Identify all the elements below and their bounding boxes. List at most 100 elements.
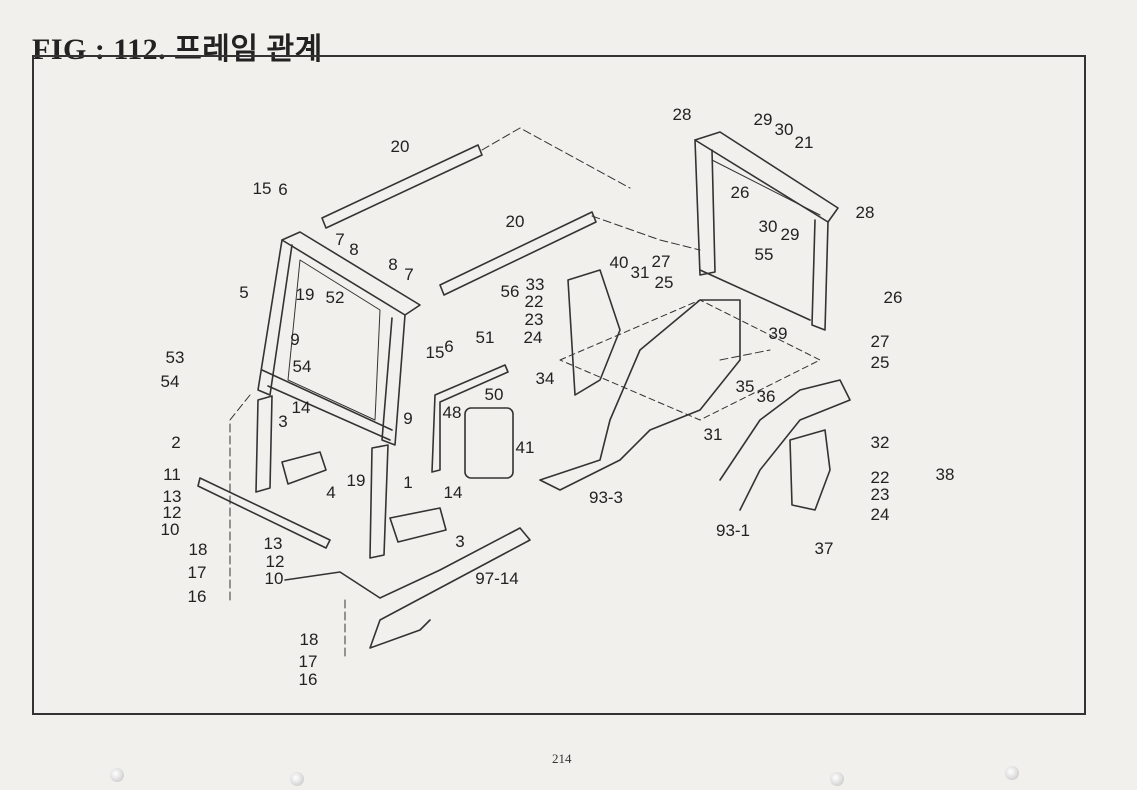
part-callout: 29 — [781, 225, 800, 244]
part-callout: 17 — [188, 563, 207, 582]
part-callout: 50 — [485, 385, 504, 404]
part-callout: 20 — [506, 212, 525, 231]
part-callout: 93-3 — [589, 488, 623, 507]
part-callout: 7 — [404, 265, 413, 284]
part-callout: 23 — [871, 485, 890, 504]
part-callout: 37 — [815, 539, 834, 558]
floor-sill — [197, 477, 331, 549]
part-callout: 30 — [775, 120, 794, 139]
bracket-right — [389, 507, 447, 543]
part-callout: 30 — [759, 217, 778, 236]
part-callout: 55 — [755, 245, 774, 264]
stay-32 — [789, 429, 831, 511]
part-callout: 23 — [525, 310, 544, 329]
part-callout: 11 — [163, 465, 181, 484]
part-callout: 18 — [189, 540, 208, 559]
part-callout: 15 — [253, 179, 272, 198]
part-callout: 19 — [296, 285, 315, 304]
part-callout: 18 — [300, 630, 319, 649]
part-callout: 27 — [652, 252, 671, 271]
part-callout: 97-14 — [475, 569, 518, 588]
part-callout: 3 — [455, 532, 464, 551]
part-callout: 4 — [326, 483, 335, 502]
part-callout: 13 — [163, 487, 182, 506]
part-callout: 22 — [871, 468, 890, 487]
punch-hole — [110, 768, 124, 782]
part-callout: 15 — [426, 343, 445, 362]
part-callout: 25 — [871, 353, 890, 372]
part-callout: 22 — [525, 292, 544, 311]
handle-48 — [431, 364, 509, 473]
lower-sill — [284, 527, 531, 649]
punch-hole — [290, 772, 304, 786]
part-callout: 19 — [347, 471, 366, 490]
part-callout: 52 — [326, 288, 345, 307]
part-callout: 26 — [731, 183, 750, 202]
part-callout: 2 — [171, 433, 180, 452]
part-callout: 10 — [265, 569, 284, 588]
part-callout: 26 — [884, 288, 903, 307]
part-callout: 28 — [673, 105, 692, 124]
upper-rail-left — [321, 144, 483, 229]
part-callout: 53 — [166, 348, 185, 367]
part-callout: 54 — [293, 357, 312, 376]
diagram-frame — [32, 55, 1086, 715]
part-callout: 28 — [856, 203, 875, 222]
part-callout: 10 — [161, 520, 180, 539]
part-callout: 31 — [704, 425, 723, 444]
part-callout: 38 — [936, 465, 955, 484]
part-callout: 35 — [736, 377, 755, 396]
part-callout: 9 — [403, 409, 412, 428]
part-callout: 40 — [610, 253, 629, 272]
pillar-2 — [255, 395, 273, 493]
part-callout: 54 — [161, 372, 180, 391]
figure-title: FIG : 112. 프레임 관계 — [32, 33, 323, 66]
fender-left — [539, 299, 741, 491]
punch-hole — [830, 772, 844, 786]
cab-frame-left — [281, 231, 421, 316]
page-number: 214 — [552, 751, 572, 766]
part-callout: 12 — [163, 503, 182, 522]
part-callout: 6 — [278, 180, 287, 199]
part-callout: 51 — [476, 328, 495, 347]
part-callout: 39 — [769, 324, 788, 343]
part-callout: 13 — [264, 534, 283, 553]
part-callout: 6 — [444, 337, 453, 356]
part-callout: 1 — [403, 473, 412, 492]
part-callout: 36 — [757, 387, 776, 406]
part-callout: 25 — [655, 273, 674, 292]
part-callout: 12 — [266, 552, 285, 571]
part-callout: 8 — [349, 240, 358, 259]
part-callout: 33 — [526, 275, 545, 294]
part-callout: 14 — [444, 483, 463, 502]
stay-33 — [567, 269, 621, 396]
part-callout: 32 — [871, 433, 890, 452]
part-callout: 20 — [391, 137, 410, 156]
part-callout: 9 — [290, 330, 299, 349]
part-callout: 14 — [292, 398, 311, 417]
punch-hole — [1005, 766, 1019, 780]
part-callout: 48 — [443, 403, 462, 422]
part-callout: 21 — [795, 133, 814, 152]
front-window-outline — [287, 259, 381, 421]
part-callout: 56 — [501, 282, 520, 301]
part-callout: 3 — [278, 412, 287, 431]
grille-41 — [464, 407, 514, 479]
part-callout: 93-1 — [716, 521, 750, 540]
part-callout: 31 — [631, 263, 650, 282]
part-callout: 24 — [524, 328, 543, 347]
part-callout: 24 — [871, 505, 890, 524]
part-callout: 5 — [239, 283, 248, 302]
floor-panel — [559, 299, 821, 421]
part-callout: 17 — [299, 652, 318, 671]
part-callout: 27 — [871, 332, 890, 351]
upper-rail-center — [439, 211, 597, 296]
part-callout: 34 — [536, 369, 555, 388]
fender-right — [719, 379, 851, 511]
part-callout: 16 — [299, 670, 318, 689]
part-callout: 8 — [388, 255, 397, 274]
part-callout: 29 — [754, 110, 773, 129]
pillar-1 — [369, 444, 389, 559]
bracket-left — [281, 451, 327, 485]
